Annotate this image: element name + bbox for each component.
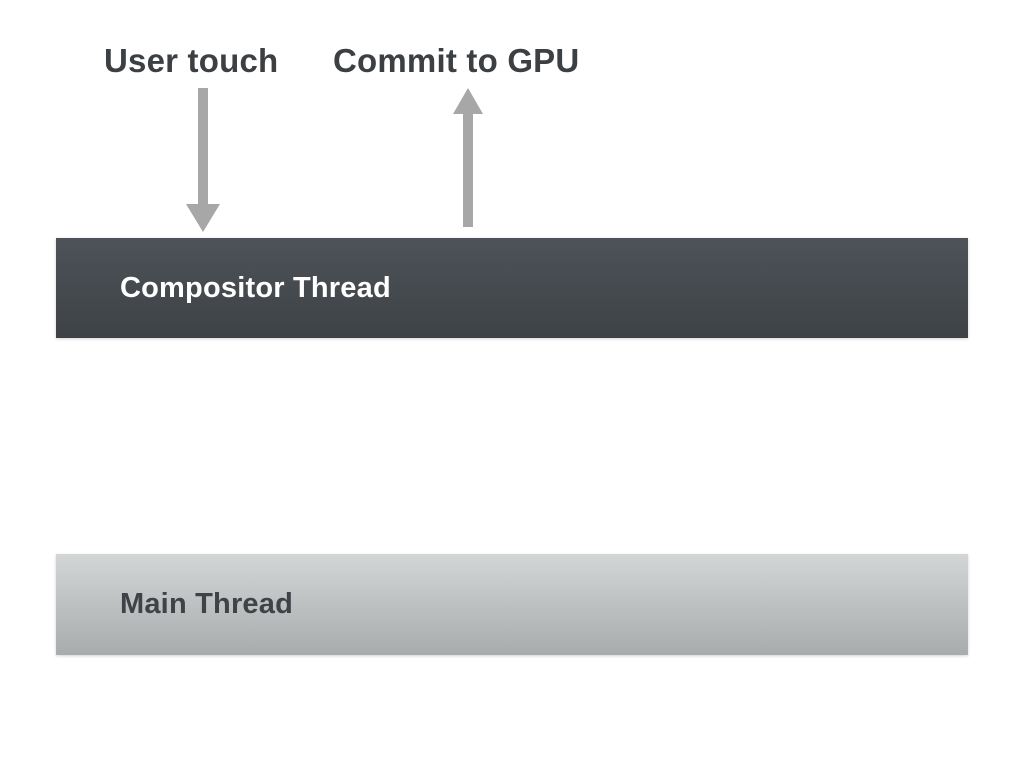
arrow-down-icon [186,88,220,232]
compositor-thread-bar: Compositor Thread [56,238,968,338]
main-thread-bar: Main Thread [56,554,968,655]
compositor-thread-label: Compositor Thread [120,271,391,304]
user-touch-label: User touch [104,42,279,79]
arrow-up-icon [453,88,483,227]
main-thread-label: Main Thread [120,588,293,620]
commit-to-gpu-label: Commit to GPU [333,42,580,79]
